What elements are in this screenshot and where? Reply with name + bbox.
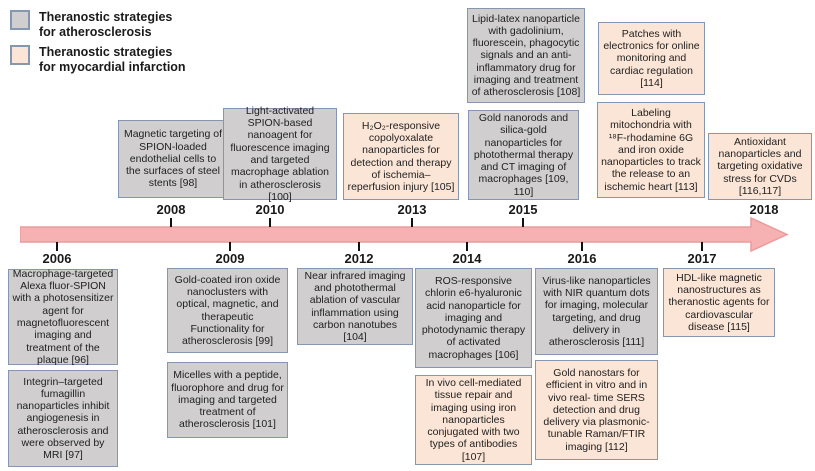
legend-label-line: for atherosclerosis [39,25,152,39]
tick-2010 [269,218,271,227]
event-box-108: Lipid-latex nanoparticle with gadolinium… [467,8,585,103]
year-label-2010: 2010 [255,202,285,217]
event-box-116: Antioxidant nanoparticles and targeting … [708,133,812,200]
event-box-112: Gold nanostars for efficient in vitro an… [535,360,658,460]
tick-2015 [522,218,524,227]
event-box-107: In vivo cell-mediated tissue repair and … [415,375,532,465]
event-box-114: Patches with electronics for online moni… [598,22,705,95]
tick-2016 [581,242,583,251]
year-label-2017: 2017 [687,251,717,266]
event-box-106: ROS-responsive chlorin e6-hyaluronic aci… [415,268,532,368]
event-box-96: Macrophage-targeted Alexa fluor-SPION wi… [8,268,118,366]
event-box-105: H₂O₂-responsive copolyoxalate nanopartic… [343,113,459,200]
year-label-2016: 2016 [567,251,597,266]
legend-swatch-atherosclerosis [10,10,30,30]
event-box-101: Micelles with a peptide, fluorophore and… [167,362,288,438]
legend-label-atherosclerosis: Theranostic strategies for atheroscleros… [39,10,172,40]
year-label-2009: 2009 [215,251,245,266]
tick-2017 [701,242,703,251]
legend-item-atherosclerosis: Theranostic strategies for atheroscleros… [10,10,172,40]
legend-item-myocardial-infarction: Theranostic strategies for myocardial in… [10,45,186,75]
timeline-arrow [20,216,789,253]
legend-label-myocardial-infarction: Theranostic strategies for myocardial in… [39,45,186,75]
legend-label-line: for myocardial infarction [39,60,186,74]
legend-label-line: Theranostic strategies [39,10,173,24]
event-box-104: Near infrared imaging and photothermal a… [297,268,413,345]
tick-2009 [229,242,231,251]
event-box-99: Gold-coated iron oxide nanoclusters with… [167,268,288,353]
event-box-113: Labeling mitochondria with ¹⁸F-rhodamine… [597,102,705,198]
tick-2008 [170,218,172,227]
year-label-2008: 2008 [156,202,186,217]
tick-2012 [358,242,360,251]
event-box-115: HDL-like magnetic nanostructures as ther… [663,268,775,337]
tick-2006 [56,242,58,251]
event-box-100: Light-activated SPION-based nanoagent fo… [223,105,337,203]
legend-label-line: Theranostic strategies [39,45,173,59]
year-label-2006: 2006 [42,251,72,266]
year-label-2014: 2014 [452,251,482,266]
year-label-2015: 2015 [508,202,538,217]
year-label-2018: 2018 [749,202,779,217]
tick-2013 [411,218,413,227]
event-box-98: Magnetic targeting of SPION-loaded endot… [118,120,228,198]
event-box-111: Virus-like nanoparticles with NIR quantu… [535,268,658,355]
tick-2014 [466,242,468,251]
event-box-109: Gold nanorods and silica-gold nanopartic… [468,110,579,200]
event-box-97: Integrin–targeted fumagillin nanoparticl… [8,370,118,467]
year-label-2012: 2012 [344,251,374,266]
year-label-2013: 2013 [397,202,427,217]
legend-swatch-myocardial-infarction [10,45,30,65]
